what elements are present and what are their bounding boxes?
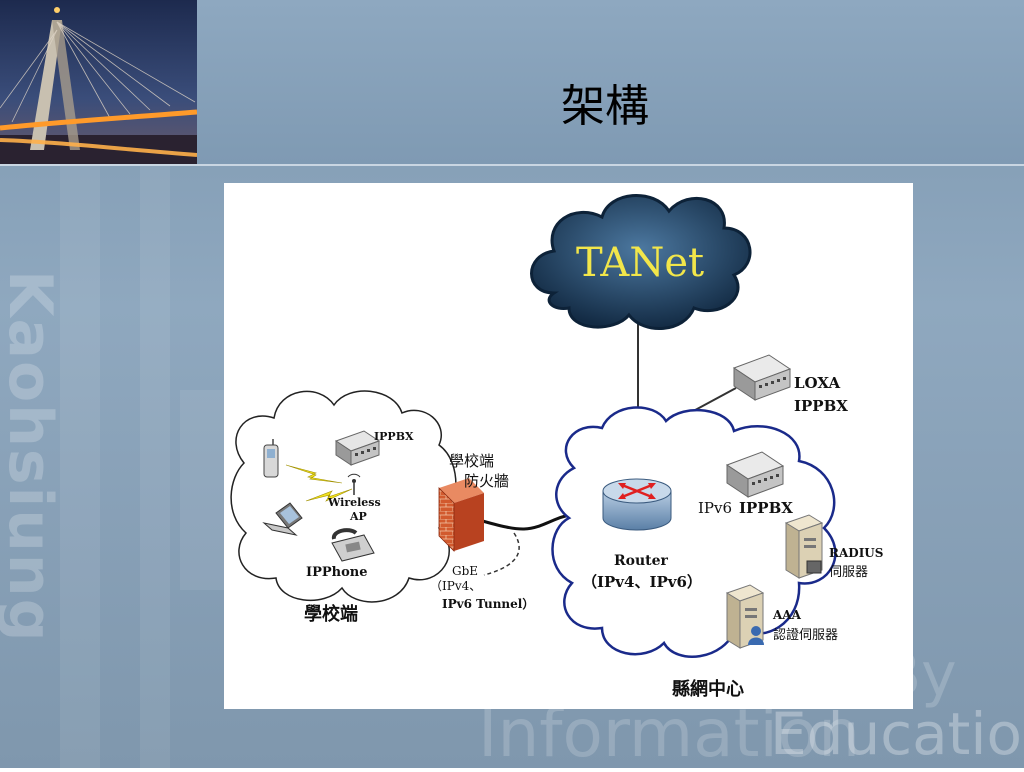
bg-stripe [140,164,170,768]
router-proto-label: （IPv4、IPv6） [582,573,702,591]
firewall-icon [438,478,484,552]
aaa-server-icon [725,584,765,649]
laptop-icon [262,502,303,536]
bg-stripe [180,390,224,590]
ipphone-label: IPPhone [306,565,367,580]
school-ippbx-icon [334,430,381,466]
tanet-label: TANet [576,240,704,286]
ipv6-ippbx-icon [725,451,785,498]
network-diagram: TANet 學校端 防火牆 IPPBX Wireless AP [230,194,883,700]
ipv6-ippbx-label: IPPBX [739,499,793,517]
wireless-ap-icon [347,473,361,495]
lightning-icon [305,488,353,502]
school-region-label: 學校端 [304,603,358,625]
radius-label-line2: 伺服器 [829,565,868,580]
firewall-label-line2: 防火牆 [464,472,509,490]
tanet-cloud: TANet [530,194,752,330]
center-region-label: 縣網中心 [672,678,744,700]
lightning-icon [285,464,343,484]
link-label-line2: （IPv4、 [430,579,481,593]
aaa-label-line2: 認證伺服器 [773,627,838,643]
watermark-education: Education [770,700,1024,768]
loxa-label-line1: LOXA [794,374,840,392]
mobile-phone-icon [263,439,279,478]
network-diagram-panel: TANet 學校端 防火牆 IPPBX Wireless AP [224,183,913,709]
wireless-label-line2: AP [349,510,367,523]
router-label: Router [614,553,669,569]
link-label-line1: GbE [452,564,478,578]
bg-stripe [60,164,100,768]
radius-server-icon [784,514,824,579]
loxa-label-line2: IPPBX [794,397,848,415]
bridge-photo [0,0,197,164]
ipv6-label: IPv6 [698,499,732,517]
loxa-ippbx-icon [732,354,792,401]
watermark-vertical: Kaohsiung [0,270,65,644]
firewall-label-line1: 學校端 [449,452,494,470]
slide-title: 架構 [561,81,649,132]
radius-label-line1: RADIUS [829,546,883,560]
link-label-line3: IPv6 Tunnel） [442,596,534,611]
router-icon [602,478,672,531]
wireless-label-line1: Wireless [327,496,381,509]
tunnel-link [483,532,520,576]
aaa-label-line1: AAA [772,608,802,622]
ipphone-icon [331,528,375,562]
school-ippbx-label: IPPBX [374,430,414,443]
